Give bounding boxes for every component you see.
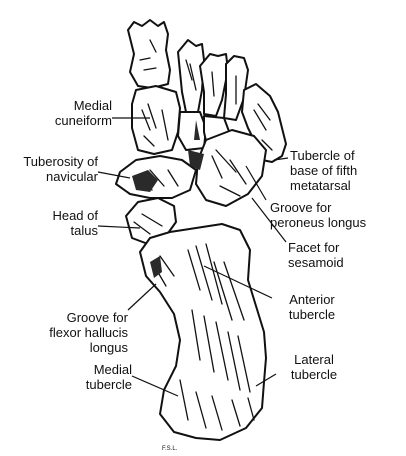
leader-anterior-tubercle [203,265,273,299]
leader-tuberosity-navicular [97,171,131,179]
leader-tubercle-fifth [273,157,289,161]
label-head-talus: Head of talus [52,208,98,238]
leader-lateral-tubercle [255,373,277,387]
leader-facet-sesamoid [251,197,287,243]
label-groove-flexor: Groove for flexor hallucis longus [49,310,128,355]
label-tuberosity-navicular: Tuberosity of navicular [23,154,98,184]
cuboid-bone [195,129,267,207]
leader-groove-flexor [127,283,157,311]
label-lateral-tubercle: Lateral tubercle [290,352,338,382]
leader-groove-peroneus [245,165,267,201]
label-medial-tubercle: Medial tubercle [85,362,132,392]
artist-signature: F.S.L. [162,446,178,452]
leader-head-talus [97,225,141,229]
leader-medial-tubercle [131,375,179,397]
fifth-metatarsal [241,83,287,163]
label-anterior-tubercle: Anterior tubercle [288,292,336,322]
calcaneus-bone [139,223,267,441]
label-medial-cuneiform: Medial cuneiform [54,98,112,128]
label-groove-peroneus: Groove for peroneus longus [270,200,367,230]
medial-cuneiform-bone [131,85,181,155]
talus-head [125,197,177,245]
label-tubercle-fifth-metatarsal: Tubercle of base of fifth metatarsal [290,148,358,193]
intermediate-cuneiform-bone [177,111,207,151]
label-facet-sesamoid: Facet for sesamoid [288,240,344,270]
third-metatarsal [199,53,229,117]
first-metatarsal [127,19,171,89]
